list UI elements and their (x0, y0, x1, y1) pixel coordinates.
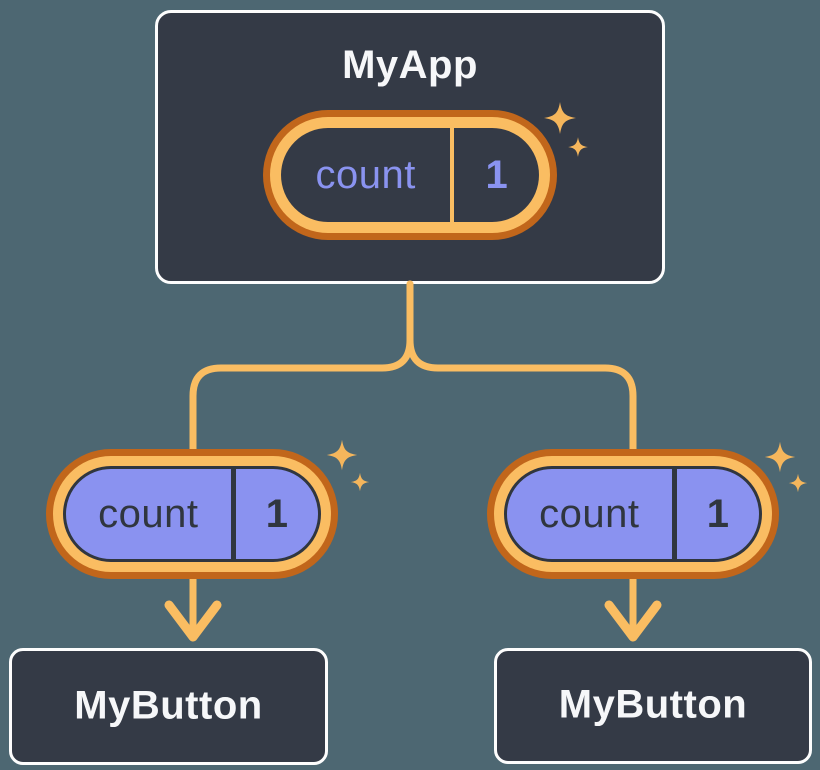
state-pill-left: count 1 (46, 449, 338, 579)
pill-divider (671, 469, 677, 559)
node-mybutton-left-title: MyButton (74, 683, 263, 728)
pill-core: count 1 (63, 466, 321, 562)
state-pill-root: count 1 (263, 110, 557, 240)
node-mybutton-right: MyButton (494, 648, 812, 764)
arrow-down-right-icon (604, 600, 662, 642)
pill-gold-ring: count 1 (494, 456, 772, 572)
state-value: 1 (265, 491, 288, 536)
pill-core: count 1 (281, 128, 539, 222)
state-value: 1 (485, 152, 508, 197)
pill-core: count 1 (504, 466, 762, 562)
sparkle-icon (764, 441, 796, 473)
sparkle-icon (326, 439, 358, 471)
sparkle-icon (788, 473, 808, 493)
state-name: count (539, 491, 640, 536)
state-name: count (315, 152, 416, 197)
arrow-down-left-icon (164, 600, 222, 642)
state-name: count (98, 491, 199, 536)
node-myapp-title: MyApp (342, 43, 478, 87)
sparkle-icon (350, 472, 370, 492)
node-mybutton-right-title: MyButton (558, 682, 748, 727)
state-pill-right: count 1 (487, 449, 779, 579)
pill-gold-ring: count 1 (53, 456, 331, 572)
node-mybutton-left: MyButton (9, 648, 328, 765)
state-value: 1 (706, 491, 729, 536)
pill-gold-ring: count 1 (270, 117, 550, 233)
pill-divider (450, 128, 455, 222)
